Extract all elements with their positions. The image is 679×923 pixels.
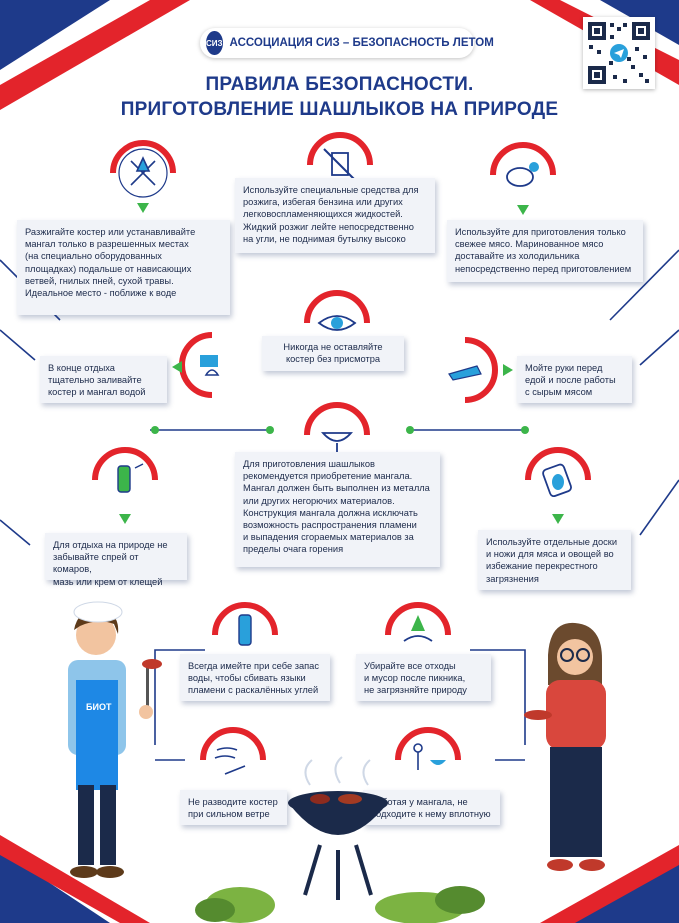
association-badge: СИЗ АССОЦИАЦИЯ СИЗ – БЕЗОПАСНОСТЬ ЛЕТОМ: [200, 28, 494, 58]
text-line: Убирайте все отходы: [364, 661, 456, 671]
text-line: и ножи для мяса и овощей во: [486, 549, 614, 560]
text-line: В конце отдыха: [48, 363, 115, 373]
text-line: Используйте отдельные доски: [486, 537, 618, 547]
rule-ignition: Используйте специальные средства для роз…: [235, 178, 435, 253]
text-line: Для приготовления шашлыков: [243, 459, 375, 469]
rule-wind: Не разводите костер при сильном ветре: [180, 790, 287, 825]
text-line: и выпадения сгораемых материалов за: [243, 532, 414, 543]
text-line: Всегда имейте при себе запас: [188, 661, 319, 671]
text-line: непосредственно перед приготовлением: [455, 263, 632, 274]
qr-code[interactable]: [583, 17, 655, 89]
association-name: АССОЦИАЦИЯ СИЗ – БЕЗОПАСНОСТЬ ЛЕТОМ: [229, 37, 494, 49]
rule-extinguish: В конце отдыха тщательно заливайте косте…: [40, 356, 167, 403]
text-line: загрязнения: [486, 573, 539, 584]
text-line: мазь или крем от клещей: [53, 576, 163, 587]
text-line: свежее мясо. Маринованное мясо: [455, 239, 604, 250]
text-line: розжига, избегая бензина или других: [243, 197, 403, 208]
text-line: воды, чтобы сбивать языки: [188, 673, 306, 684]
girl-illustration: [524, 622, 606, 871]
text-line: доставайте из холодильника: [455, 251, 580, 262]
text-line: избежание перекрестного: [486, 561, 598, 572]
rule-grill: Для приготовления шашлыков рекомендуется…: [235, 452, 440, 567]
text-line: едой и после работы: [525, 375, 616, 386]
text-line: Не разводите костер: [188, 797, 278, 807]
text-line: пределы очага горения: [243, 544, 344, 555]
rule-distance: Работая у мангала, не подходите к нему в…: [363, 790, 500, 825]
text-line: Для отдыха на природе не: [53, 540, 168, 550]
campfire-icon: [110, 140, 176, 213]
text-line: мангал только в разрешенных местах: [25, 239, 189, 250]
wash-hands-icon: [441, 337, 513, 403]
text-line: (на специально оборудованных: [25, 251, 162, 262]
text-line: рекомендуется приобретение мангала.: [243, 471, 413, 482]
text-line: подходите к нему вплотную: [371, 809, 491, 820]
text-line: Используйте для приготовления только: [455, 227, 626, 237]
text-line: и мусор после пикника,: [364, 673, 466, 684]
windy-campfire-icon: [200, 727, 266, 784]
qr-code-icon: [588, 22, 650, 84]
text-line: костер без присмотра: [285, 354, 381, 365]
cutting-board-icon: [525, 447, 591, 524]
chef-man-illustration: БИОТ: [68, 601, 162, 878]
bbq-grill-illustration: [288, 756, 388, 900]
text-line: с сырым мясом: [525, 387, 593, 398]
fresh-meat-icon: [490, 142, 556, 215]
no-gasoline-icon: [307, 132, 373, 189]
text-line: забывайте спрей от комаров,: [53, 552, 139, 575]
siz-logo: СИЗ: [206, 31, 223, 55]
text-line: Идеальное место - поближе к воде: [25, 288, 177, 299]
rule-water: Всегда имейте при себе запас воды, чтобы…: [180, 654, 330, 701]
grill-distance-icon: [395, 727, 461, 784]
svg-text:БИОТ: БИОТ: [86, 702, 112, 712]
page-title-line1: ПРАВИЛА БЕЗОПАСНОСТИ.: [205, 74, 474, 95]
text-line: Конструкция мангала должна исключать: [243, 507, 418, 518]
text-line: Никогда не оставляйте: [283, 342, 383, 352]
text-line: Работая у мангала, не: [371, 797, 468, 807]
text-line: или других негорючих материалов.: [243, 495, 395, 506]
trash-cleanup-icon: [385, 602, 451, 655]
text-line: не загрязняйте природу: [364, 685, 467, 696]
watering-can-icon: [172, 332, 236, 398]
water-bottle-icon: [212, 602, 278, 655]
rule-fresh-meat: Используйте для приготовления только све…: [447, 220, 643, 282]
rule-wash-hands: Мойте руки перед едой и после работы с с…: [517, 356, 632, 403]
text-line: на угли, не поднимая бутылку высоко: [243, 233, 406, 244]
text-line: Разжигайте костер или устанавливайте: [25, 227, 196, 237]
apron-label: БИОТ: [86, 702, 112, 712]
text-line: площадках) подальше от нависающих: [25, 263, 192, 274]
rule-boards: Используйте отдельные доски и ножи для м…: [478, 530, 631, 590]
text-line: костер и мангал водой: [48, 387, 146, 398]
text-line: легковоспламеняющихся жидкостей.: [243, 209, 403, 220]
rule-unattended: Никогда не оставляйте костер без присмот…: [262, 336, 404, 371]
text-line: пламени с раскалённых углей: [188, 685, 319, 696]
text-line: тщательно заливайте: [48, 375, 142, 386]
text-line: Мангал должен быть выполнен из металла: [243, 483, 430, 494]
text-line: при сильном ветре: [188, 809, 270, 820]
text-line: ветвей, гнилых пней, сухой травы.: [25, 275, 174, 286]
text-line: Используйте специальные средства для: [243, 185, 419, 195]
page-title-line2: ПРИГОТОВЛЕНИЕ ШАШЛЫКОВ НА ПРИРОДЕ: [120, 99, 559, 120]
text-line: возможность распространения пламени: [243, 520, 417, 531]
rule-campfire-place: Разжигайте костер или устанавливайте ман…: [17, 220, 230, 315]
rule-repellent: Для отдыха на природе не забывайте спрей…: [45, 533, 187, 587]
rule-trash: Убирайте все отходы и мусор после пикник…: [356, 654, 491, 701]
grill-icon: [304, 402, 370, 457]
repellent-spray-icon: [92, 447, 158, 524]
eye-icon: [304, 290, 370, 347]
text-line: Жидкий розжиг лейте непосредственно: [243, 221, 414, 232]
text-line: Мойте руки перед: [525, 363, 603, 373]
